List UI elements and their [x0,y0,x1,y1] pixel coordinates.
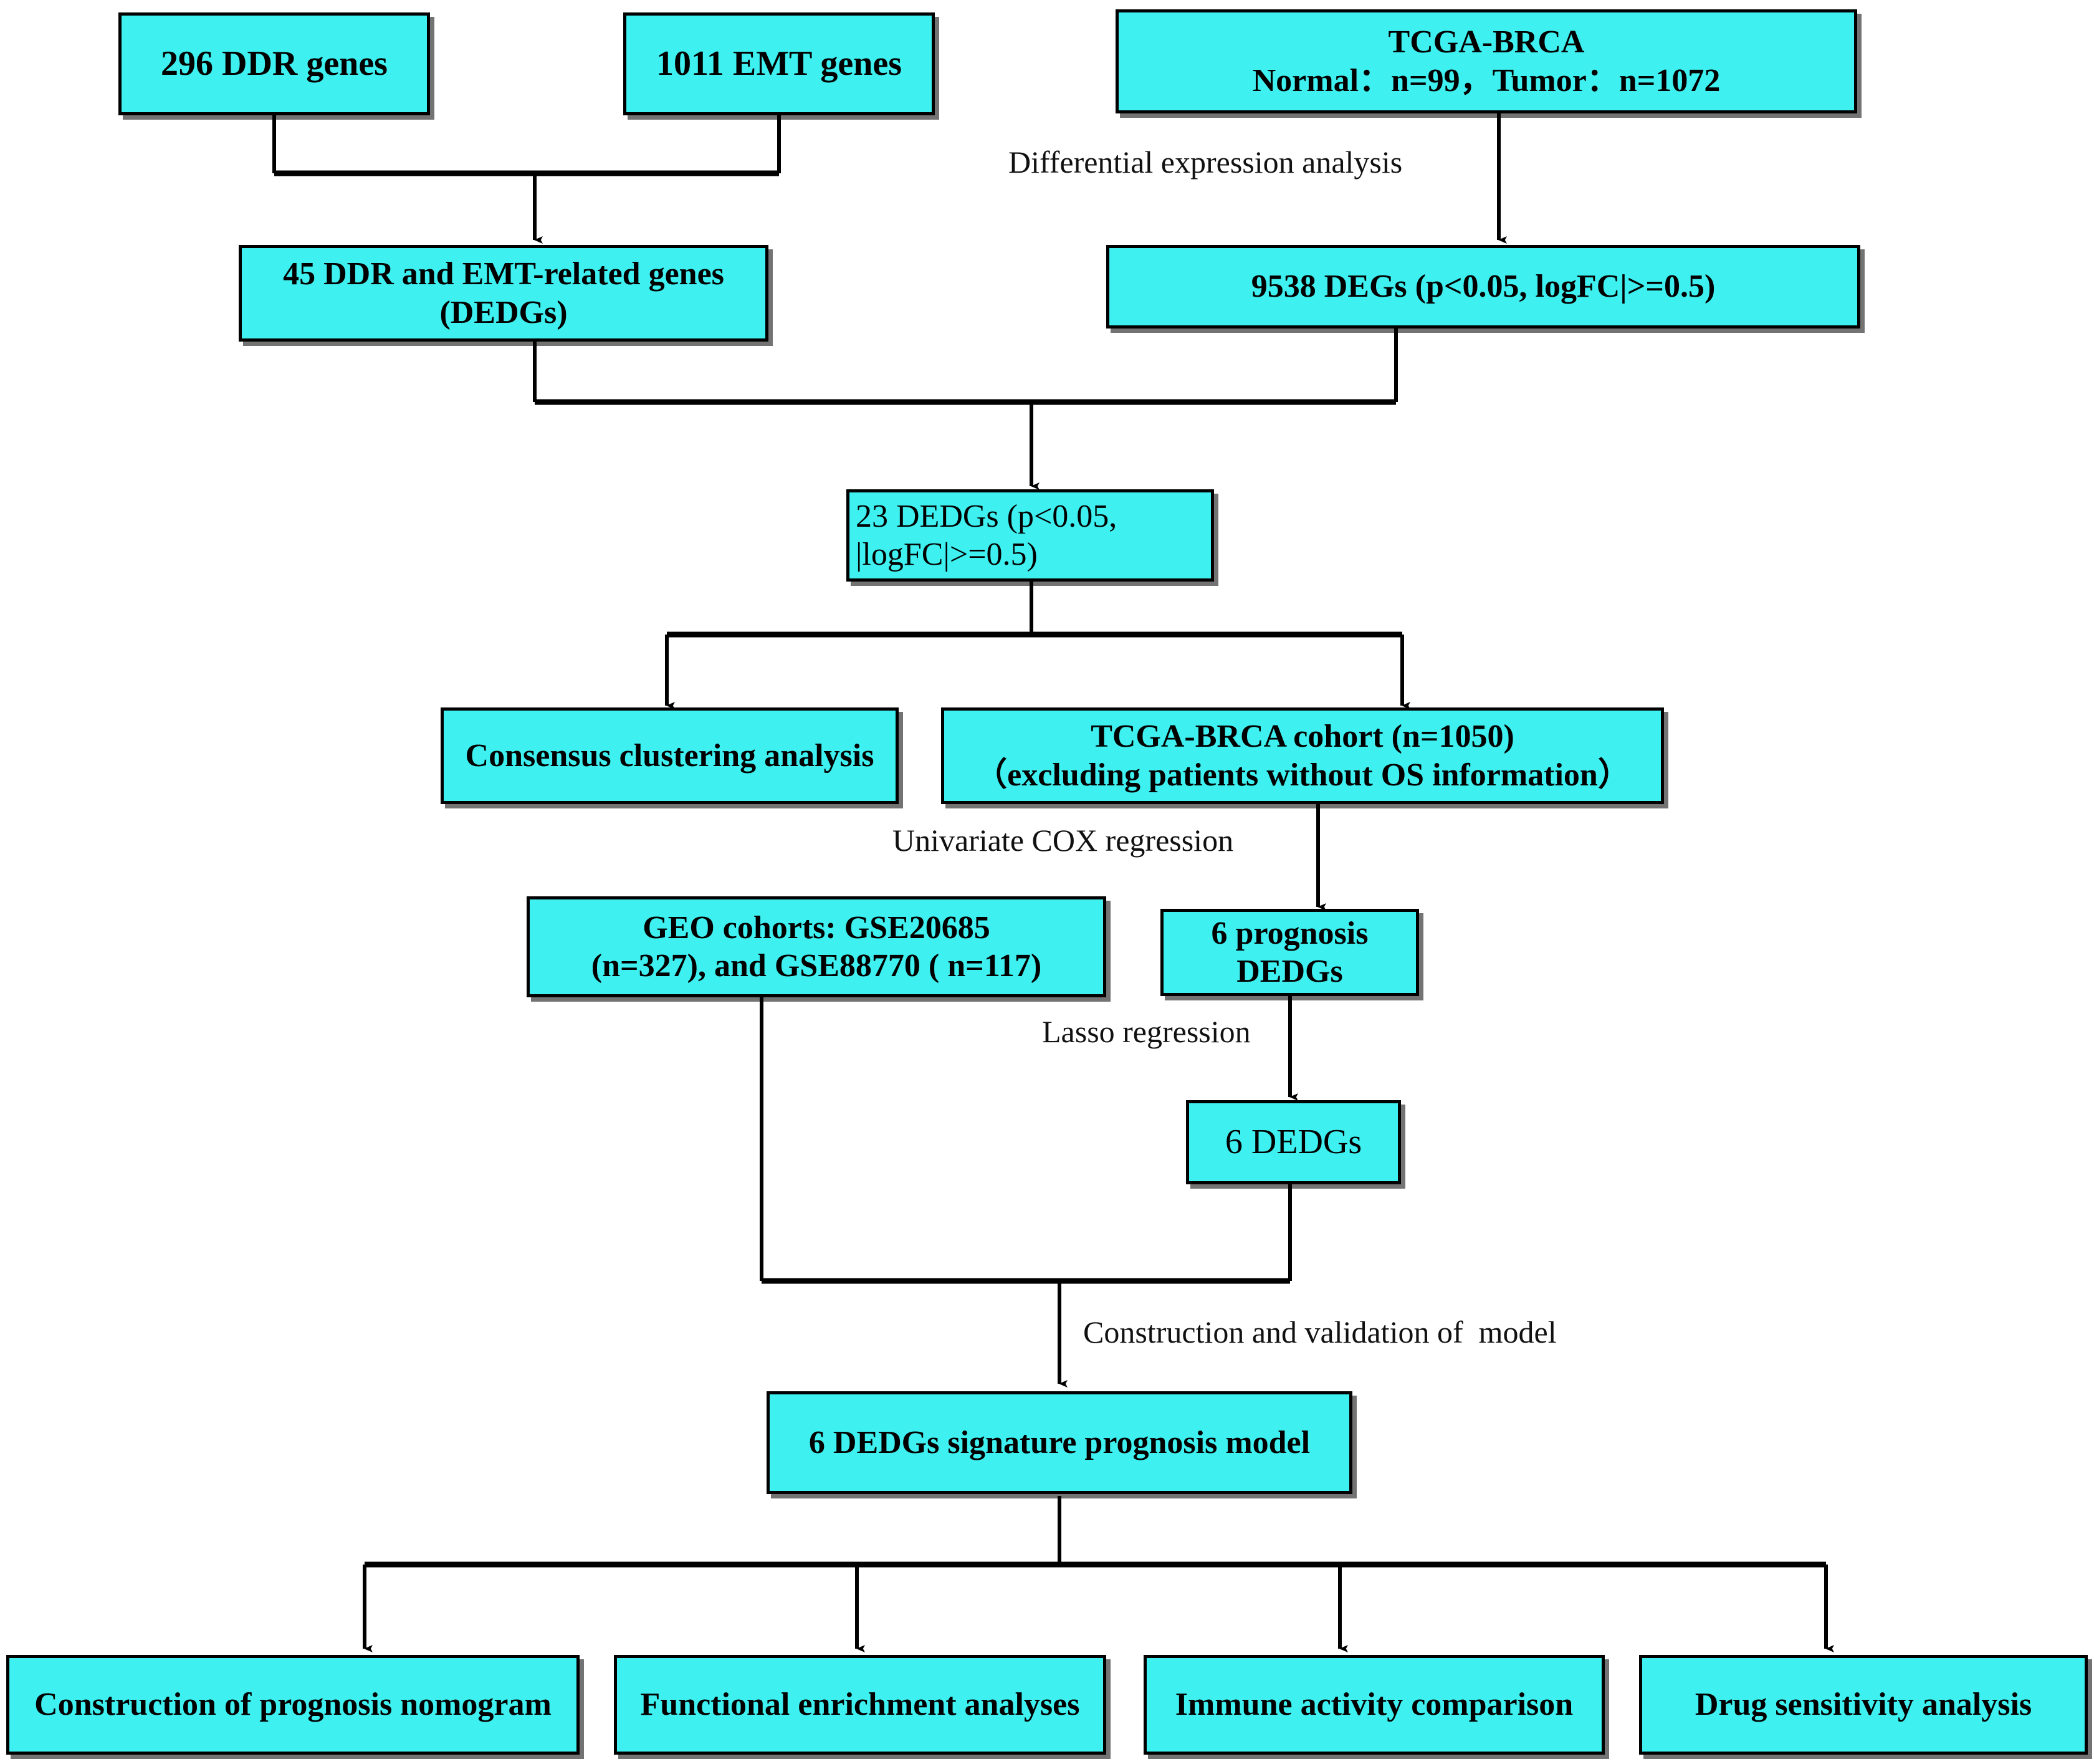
node-23-dedgs[interactable]: 23 DEDGs (p<0.05, |logFC|>=0.5) [846,489,1214,582]
node-functional-enrichment-label: Functional enrichment analyses [640,1687,1080,1723]
node-prognosis-nomogram[interactable]: Construction of prognosis nomogram [6,1655,580,1755]
node-geo-cohorts-label: GEO cohorts: GSE20685 (n=327), and GSE88… [591,909,1042,984]
edge-label-univariate-cox: Univariate COX regression [892,823,1234,858]
node-45-dedgs-label: 45 DDR and EMT-related genes (DEDGs) [283,256,724,330]
node-ddr-genes-label: 296 DDR genes [161,44,388,84]
node-tcga-cohort[interactable]: TCGA-BRCA cohort (n=1050) （excluding pat… [941,707,1664,804]
node-6-dedgs[interactable]: 6 DEDGs [1186,1100,1401,1184]
node-9538-degs[interactable]: 9538 DEGs (p<0.05, logFC|>=0.5) [1106,245,1860,328]
node-9538-degs-label: 9538 DEGs (p<0.05, logFC|>=0.5) [1251,269,1716,305]
node-6-prognosis-dedgs[interactable]: 6 prognosis DEDGs [1160,909,1419,996]
node-prognosis-model-label: 6 DEDGs signature prognosis model [808,1424,1311,1460]
node-tcga-brca[interactable]: TCGA-BRCA Normal：n=99，Tumor：n=1072 [1116,9,1857,113]
node-functional-enrichment[interactable]: Functional enrichment analyses [614,1655,1106,1755]
node-45-dedgs[interactable]: 45 DDR and EMT-related genes (DEDGs) [239,245,768,342]
node-drug-sensitivity-label: Drug sensitivity analysis [1695,1687,2032,1723]
edge-label-lasso-regression: Lasso regression [1042,1014,1251,1049]
node-tcga-brca-label: TCGA-BRCA Normal：n=99，Tumor：n=1072 [1252,24,1721,98]
node-prognosis-model[interactable]: 6 DEDGs signature prognosis model [767,1391,1352,1494]
node-tcga-cohort-label: TCGA-BRCA cohort (n=1050) （excluding pat… [975,719,1630,793]
edge-label-construction-validation: Construction and validation of model [1083,1315,1557,1349]
node-emt-genes-label: 1011 EMT genes [656,44,902,84]
node-consensus-clustering[interactable]: Consensus clustering analysis [441,707,899,804]
node-immune-activity[interactable]: Immune activity comparison [1144,1655,1605,1755]
node-23-dedgs-label: 23 DEDGs (p<0.05, |logFC|>=0.5) [856,498,1117,572]
node-immune-activity-label: Immune activity comparison [1175,1687,1574,1723]
edge-label-differential-expression: Differential expression analysis [1008,145,1403,180]
node-6-dedgs-label: 6 DEDGs [1225,1123,1362,1162]
node-emt-genes[interactable]: 1011 EMT genes [623,12,935,115]
node-geo-cohorts[interactable]: GEO cohorts: GSE20685 (n=327), and GSE88… [527,896,1106,997]
node-drug-sensitivity[interactable]: Drug sensitivity analysis [1639,1655,2088,1755]
node-prognosis-nomogram-label: Construction of prognosis nomogram [34,1687,552,1723]
node-consensus-clustering-label: Consensus clustering analysis [465,737,874,774]
node-ddr-genes[interactable]: 296 DDR genes [118,12,430,115]
node-6-prognosis-dedgs-label: 6 prognosis DEDGs [1211,915,1369,989]
